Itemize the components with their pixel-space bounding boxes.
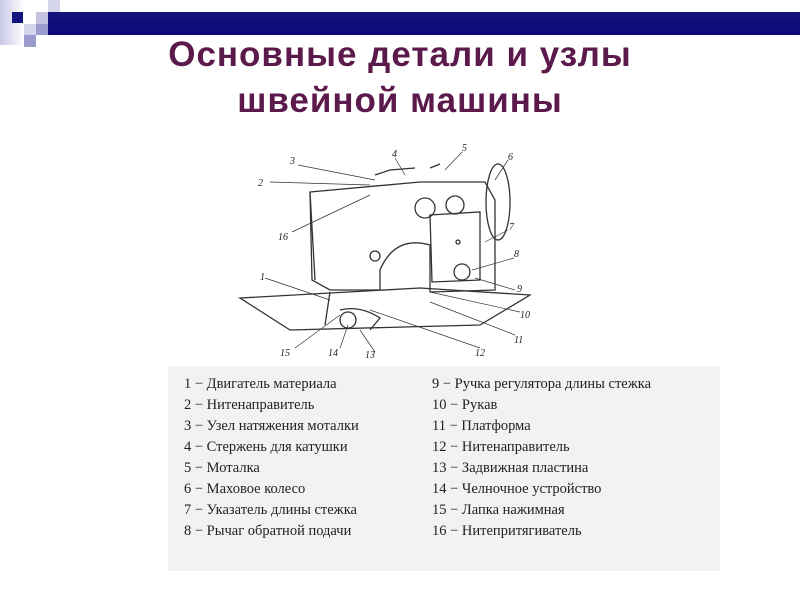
legend-item: 1 − Двигатель материала: [184, 376, 337, 392]
title-line-2: швейной машины: [237, 81, 563, 120]
callout-1: 1: [260, 272, 265, 283]
callout-2: 2: [258, 178, 263, 189]
legend-item: 6 − Маховое колесо: [184, 481, 306, 497]
callout-13: 13: [365, 350, 375, 360]
decor-square: [24, 24, 36, 35]
callout-15: 15: [280, 348, 290, 359]
legend-right-column: 9 − Ручка регулятора длины стежка 10 − Р…: [432, 374, 651, 542]
legend-item: 14 − Челночное устройство: [432, 481, 602, 497]
legend-item: 4 − Стержень для катушки: [184, 439, 348, 455]
callout-11: 11: [514, 335, 523, 346]
callout-7: 7: [509, 222, 515, 233]
slide-title: Основные детали и узлы швейной машины: [0, 32, 800, 124]
legend-item: 15 − Лапка нажимная: [432, 502, 565, 518]
parts-legend: 1 − Двигатель материала 2 − Нитенаправит…: [168, 366, 720, 571]
legend-left-column: 1 − Двигатель материала 2 − Нитенаправит…: [184, 374, 359, 542]
callout-10: 10: [520, 310, 530, 321]
callout-9: 9: [517, 284, 522, 295]
legend-item: 9 − Ручка регулятора длины стежка: [432, 376, 652, 392]
decor-square: [36, 12, 48, 24]
legend-item: 10 − Рукав: [432, 397, 498, 413]
decor-square: [24, 35, 36, 47]
legend-item: 5 − Моталка: [184, 460, 260, 476]
legend-item: 3 − Узел натяжения моталки: [184, 418, 359, 434]
callout-8: 8: [514, 249, 519, 260]
legend-item: 16 − Нитепритягиватель: [432, 523, 582, 539]
sewing-machine-diagram: 1 2 3 4 5 6 7 8 9 10 11 12 13 14 15 16: [237, 143, 533, 360]
legend-item: 2 − Нитенаправитель: [184, 397, 315, 413]
header-bar: [48, 12, 800, 35]
callout-6: 6: [508, 152, 513, 163]
legend-item: 11 − Платформа: [432, 418, 531, 434]
legend-item: 7 − Указатель длины стежка: [184, 502, 357, 518]
legend-item: 12 − Нитенаправитель: [432, 439, 570, 455]
legend-item: 13 − Задвижная пластина: [432, 460, 589, 476]
legend-item: 8 − Рычаг обратной подачи: [184, 523, 352, 539]
callout-5: 5: [462, 143, 467, 154]
callout-12: 12: [475, 348, 485, 359]
callout-4: 4: [392, 149, 397, 160]
callout-14: 14: [328, 348, 338, 359]
callout-16: 16: [278, 232, 288, 243]
decor-square: [48, 0, 60, 12]
callout-3: 3: [289, 156, 295, 167]
title-line-1: Основные детали и узлы: [168, 35, 632, 74]
decor-square: [12, 12, 23, 23]
decor-square: [36, 24, 48, 35]
